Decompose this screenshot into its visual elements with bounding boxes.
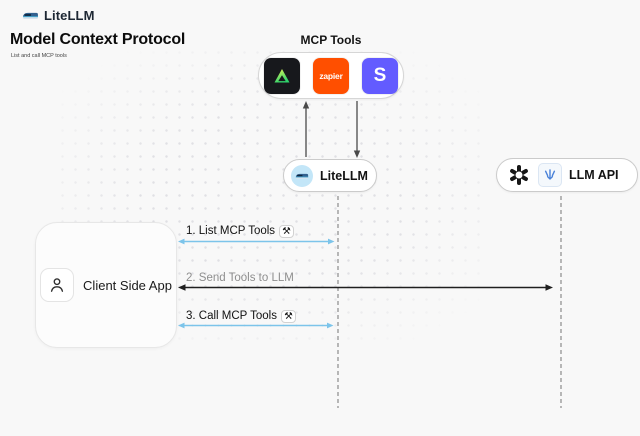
flow-2-text: 2. Send Tools to LLM — [186, 272, 294, 284]
page-title: Model Context Protocol — [10, 31, 186, 48]
tools-icon: ⚒ — [280, 310, 296, 323]
client-node: Client Side App — [35, 222, 177, 348]
openai-icon — [506, 163, 531, 188]
stripe-icon: S — [362, 57, 398, 94]
zapier-icon: zapier — [313, 57, 349, 94]
llm-api-node: LLM API — [496, 158, 638, 192]
llm-provider-icon — [538, 163, 562, 187]
blue-arrows-glyph — [544, 169, 556, 180]
flow-label-3: 3. Call MCP Tools ⚒ — [186, 309, 296, 324]
mcp-tools-group: zapier S — [258, 52, 404, 99]
flow-3-text: 3. Call MCP Tools — [186, 310, 277, 322]
litellm-node-label: LiteLLM — [320, 168, 368, 183]
flow-1-text: 1. List MCP Tools — [186, 225, 276, 237]
user-icon — [40, 268, 75, 302]
triangle-glyph — [274, 68, 290, 82]
flow-label-1: 1. List MCP Tools ⚒ — [186, 224, 295, 239]
page-subtitle: List and call MCP tools — [11, 53, 67, 59]
mcp-tools-label: MCP Tools — [300, 33, 362, 47]
triangle-logo-icon — [264, 57, 300, 94]
litellm-node-icon — [291, 164, 313, 187]
person-glyph — [50, 278, 64, 292]
litellm-logo-icon — [23, 12, 38, 20]
litellm-train-icon — [295, 173, 309, 179]
litellm-node: LiteLLM — [283, 159, 377, 192]
brand-name: LiteLLM — [44, 8, 95, 23]
brand: LiteLLM — [22, 8, 95, 23]
client-label: Client Side App — [83, 277, 172, 293]
llm-api-label: LLM API — [569, 168, 619, 182]
tools-icon: ⚒ — [279, 225, 295, 238]
flow-label-2: 2. Send Tools to LLM — [186, 271, 294, 286]
